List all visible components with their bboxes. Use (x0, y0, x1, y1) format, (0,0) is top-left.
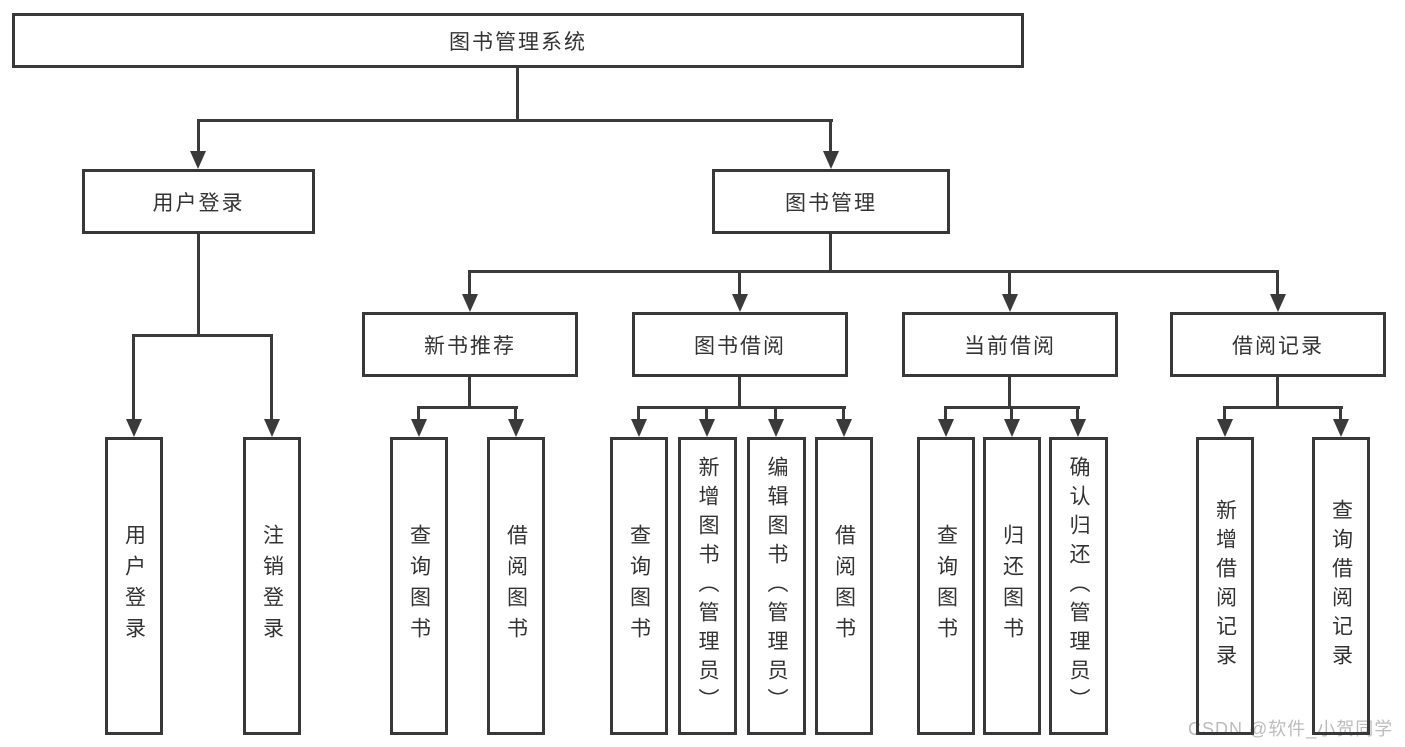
arrowhead-icon (462, 294, 478, 312)
node-book-management: 图书管理 (712, 169, 950, 234)
arrowhead-icon (1333, 419, 1349, 437)
leaf-confirm-return-admin: 确认归还（管理员） (1049, 437, 1108, 735)
leaf-add-book-admin: 新增图书（管理员） (678, 437, 737, 735)
leaf-logout: 注销登录 (243, 437, 301, 735)
arrowhead-icon (1217, 419, 1233, 437)
connector-line (1010, 406, 1013, 419)
leaf-query-books-borrow: 查询图书 (610, 437, 668, 735)
connector-line (944, 406, 947, 419)
arrowhead-icon (508, 419, 524, 437)
arrowhead-icon (823, 151, 839, 169)
node-new-book-recommend: 新书推荐 (362, 312, 578, 377)
connector-line (197, 119, 200, 152)
node-root: 图书管理系统 (12, 13, 1024, 68)
leaf-user-login: 用户登录 (105, 437, 163, 735)
connector-line (774, 406, 777, 419)
arrowhead-icon (1002, 294, 1018, 312)
connector-line (270, 334, 273, 419)
leaf-add-borrow-record: 新增借阅记录 (1196, 437, 1254, 735)
connector-line (829, 234, 832, 273)
leaf-query-borrow-record: 查询借阅记录 (1312, 437, 1370, 735)
connector-line (132, 334, 135, 419)
connector-line (738, 377, 741, 409)
connector-line (1008, 377, 1011, 409)
connector-line (1008, 270, 1011, 294)
connector-line (1276, 377, 1279, 409)
leaf-edit-book-admin: 编辑图书（管理员） (747, 437, 806, 735)
connector-line (197, 119, 833, 122)
node-book-borrow: 图书借阅 (632, 312, 848, 377)
connector-line (1276, 270, 1279, 294)
connector-line (842, 406, 845, 419)
connector-line (829, 119, 832, 152)
arrowhead-icon (836, 419, 852, 437)
arrowhead-icon (938, 419, 954, 437)
connector-line (1339, 406, 1342, 419)
arrowhead-icon (732, 294, 748, 312)
connector-line (468, 270, 471, 294)
connector-line (1076, 406, 1079, 419)
leaf-borrow-books-2: 借阅图书 (815, 437, 873, 735)
arrowhead-icon (699, 419, 715, 437)
connector-line (637, 406, 846, 409)
node-borrow-records: 借阅记录 (1170, 312, 1386, 377)
connector-line (197, 234, 200, 337)
connector-line (1223, 406, 1226, 419)
node-current-borrow: 当前借阅 (902, 312, 1118, 377)
arrowhead-icon (264, 419, 280, 437)
arrowhead-icon (190, 151, 206, 169)
connector-line (417, 406, 518, 409)
connector-line (132, 334, 273, 337)
connector-line (705, 406, 708, 419)
connector-line (417, 406, 420, 419)
leaf-borrow-books-recommend: 借阅图书 (487, 437, 545, 735)
watermark: CSDN @软件_小贺同学 (1188, 719, 1394, 739)
connector-line (514, 406, 517, 419)
arrowhead-icon (768, 419, 784, 437)
node-user-login: 用户登录 (82, 169, 315, 234)
arrowhead-icon (411, 419, 427, 437)
arrowhead-icon (1070, 419, 1086, 437)
connector-line (468, 270, 1279, 273)
leaf-query-books-current: 查询图书 (917, 437, 975, 735)
leaf-query-books-recommend: 查询图书 (390, 437, 448, 735)
connector-line (738, 270, 741, 294)
arrowhead-icon (631, 419, 647, 437)
arrowhead-icon (1004, 419, 1020, 437)
connector-line (468, 377, 471, 409)
connector-line (637, 406, 640, 419)
leaf-return-book: 归还图书 (983, 437, 1041, 735)
connector-line (1223, 406, 1343, 409)
arrowhead-icon (126, 419, 142, 437)
connector-line (516, 68, 519, 122)
arrowhead-icon (1270, 294, 1286, 312)
